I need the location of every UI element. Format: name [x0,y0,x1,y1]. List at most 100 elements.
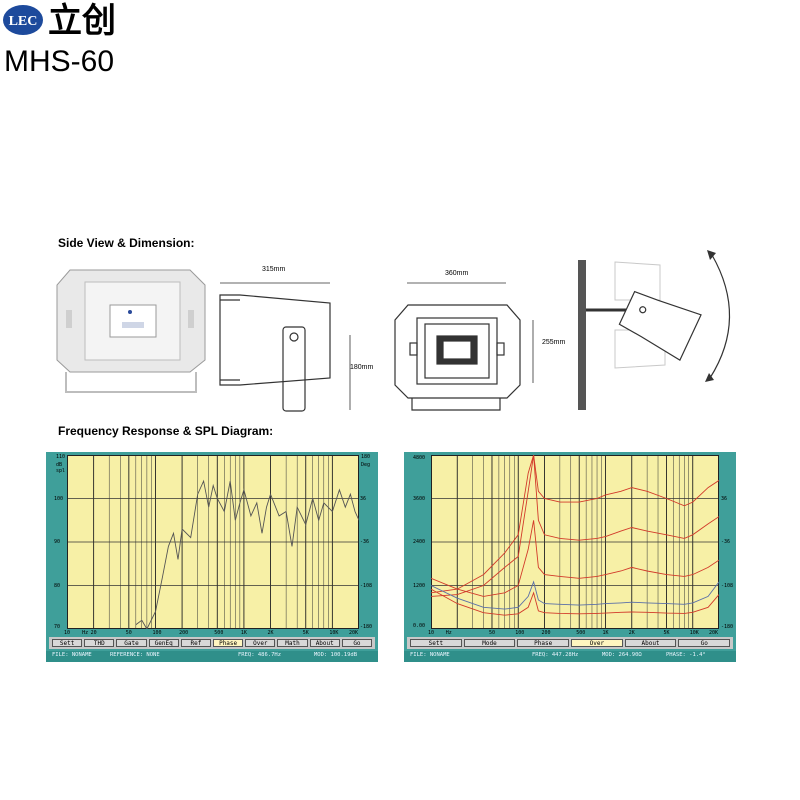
analyzer-button-thd[interactable]: THD [84,639,115,647]
phase-axis-top-label: 180 [361,454,371,460]
y-tick-label: 0.00 [413,623,426,629]
analyzer-button-phase[interactable]: Phase [517,639,570,647]
right-status-bar: FILE: NONAME FREQ: 447.28Hz MOD: 264.90Ω… [404,651,736,662]
y-axis-unit-db: dB [56,462,63,468]
phase-tick-label: -180 [360,624,373,630]
phase-tick-label: -180 [721,624,734,630]
y-tick-label: 80 [54,582,61,589]
depth-dimension: 315mm [262,266,286,273]
series-4-line [431,580,719,610]
x-tick-label: 2K [628,630,635,636]
series-1-line [431,455,719,594]
y-tick-label: 100 [54,495,64,502]
status-freq: FREQ: 486.7Hz [238,652,282,658]
analyzer-button-over[interactable]: Over [245,639,276,647]
height-dimension: 255mm [542,339,566,346]
x-tick-label: Hz [445,630,452,636]
x-tick-label: 1K [240,630,247,636]
status-file: FILE: NONAME [52,652,92,658]
brand-name: 立创 [48,1,116,41]
x-tick-label: 50 [125,630,132,636]
impedance-plot [431,455,719,629]
side-view-heading: Side View & Dimension: [58,236,195,250]
phase-tick-label: -36 [360,539,370,545]
plot-border [67,455,359,629]
x-tick-label: 10 [428,630,435,636]
frequency-response-chart [67,455,359,629]
phase-tick-label: -108 [360,582,373,589]
analyzer-button-go[interactable]: Go [678,639,731,647]
series-3-line [431,520,719,597]
x-tick-label: 10K [689,630,699,636]
impedance-chart [431,455,719,629]
phase-tick-label: -108 [721,582,734,589]
left-status-bar: FILE: NONAME REFERENCE: NONE FREQ: 486.7… [46,651,378,662]
grid [431,455,719,629]
phase-tick-label: 36 [721,495,728,502]
lec-logo: LEC [3,5,43,35]
x-tick-label: 5K [663,630,670,636]
x-tick-label: 50 [489,630,496,636]
x-tick-label: 500 [576,630,586,636]
x-tick-label: 100 [515,630,525,636]
x-tick-label: 500 [214,630,224,636]
series-5-line [431,588,719,616]
front-view-drawing [394,282,534,411]
y-tick-label: 2400 [413,539,426,545]
grid [67,455,359,629]
x-tick-label: 200 [541,630,551,636]
series-1-line [135,479,359,629]
x-tick-label: 10K [329,630,339,636]
status-phase: PHASE: -1.4° [666,652,706,658]
width-dimension: 360mm [445,270,469,277]
status-reference: REFERENCE: NONE [110,652,160,658]
x-tick-label: 10 [64,630,71,636]
analyzer-button-ref[interactable]: Ref [180,639,212,647]
plot-border [431,455,719,629]
series-2-line [431,455,719,597]
y-axis-unit-spl: spl [56,468,66,474]
x-tick-label: 20K [709,630,719,636]
analyzer-button-sett[interactable]: Sett [52,639,83,647]
x-tick-label: 20 [90,630,97,636]
analyzer-button-phase[interactable]: Phase [213,639,244,647]
analyzer-button-about[interactable]: About [309,639,340,647]
frequency-response-plot [67,455,359,629]
analyzer-button-mode[interactable]: Mode [463,639,516,647]
analyzer-button-math[interactable]: Math [277,639,308,647]
y-tick-label: 4800 [413,455,426,461]
y-tick-label: 1200 [413,582,426,589]
status-file: FILE: NONAME [410,652,450,658]
x-tick-label: 5K [302,630,309,636]
analyzer-button-over[interactable]: Over [571,639,623,647]
x-tick-label: 20K [349,630,359,636]
logo-text: LEC [9,14,38,29]
bracket-height-dimension: 180mm [350,364,374,371]
y-tick-label: 70 [54,624,61,630]
analyzer-button-geneq[interactable]: GenEq [148,639,179,647]
analyzer-button-gate[interactable]: Gate [116,639,147,647]
y-tick-label: 3600 [413,495,426,502]
x-tick-label: 100 [152,630,162,636]
analyzer-button-about[interactable]: About [624,639,677,647]
status-freq: FREQ: 447.28Hz [532,652,579,658]
y-axis-top-label: 110 [56,454,66,460]
status-mod: MOD: 100.19dB [314,652,358,658]
analyzer-button-go[interactable]: Go [341,639,373,647]
analyzer-button-sett[interactable]: Sett [410,639,462,647]
phase-tick-label: -36 [721,539,731,545]
frequency-heading: Frequency Response & SPL Diagram: [58,424,274,438]
tilt-view-drawing [578,250,731,410]
side-view-drawing [219,282,351,412]
phase-tick-label: 36 [360,495,367,502]
x-tick-label: 200 [179,630,189,636]
x-tick-label: 2K [267,630,274,636]
product-photo [56,269,206,393]
x-tick-label: Hz [82,630,89,636]
x-tick-label: 1K [602,630,609,636]
model-number: MHS-60 [4,45,115,78]
